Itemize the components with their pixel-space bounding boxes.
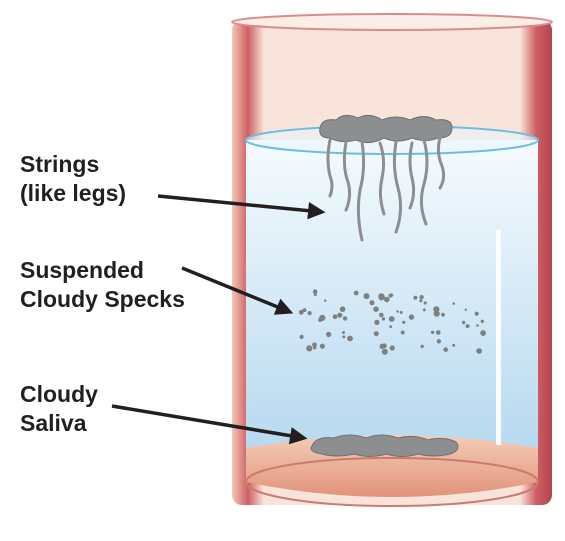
speck [480, 319, 484, 323]
speck [476, 324, 479, 327]
speck [298, 309, 304, 315]
speck [389, 345, 395, 351]
speck [299, 334, 304, 339]
speck [419, 299, 423, 303]
speck [342, 331, 345, 334]
label-strings-line1: Strings [20, 151, 100, 177]
speck [465, 324, 470, 329]
string [326, 138, 334, 198]
speck [324, 299, 327, 302]
speck [422, 308, 426, 312]
speck [347, 335, 353, 342]
bottom-cloud [310, 434, 459, 457]
speck [337, 312, 343, 318]
speck [342, 316, 348, 321]
speck [373, 331, 379, 337]
speck [307, 311, 312, 316]
speck [461, 320, 466, 325]
string [436, 136, 446, 190]
saliva-strings [326, 136, 446, 242]
string [408, 141, 416, 210]
label-specks-line2: Cloudy Specks [20, 286, 185, 312]
string [378, 141, 386, 216]
arrow-saliva [111, 404, 308, 445]
suspended-specks [298, 289, 486, 355]
water [246, 140, 538, 459]
speck [452, 343, 456, 347]
arrow-specks [181, 266, 294, 315]
speck [399, 311, 403, 314]
speck [373, 306, 379, 313]
speck [319, 343, 325, 349]
speck [342, 335, 346, 339]
speck [374, 319, 380, 325]
speck [430, 330, 435, 334]
speck [313, 346, 317, 350]
glass-bottom-rim [245, 457, 539, 507]
speck [381, 348, 388, 355]
label-saliva-line2: Saliva [20, 410, 87, 436]
speck [318, 318, 323, 322]
string [356, 140, 366, 242]
speck [452, 302, 456, 305]
speck [408, 314, 415, 320]
speck [400, 330, 405, 335]
speck [379, 312, 384, 318]
speck [353, 290, 359, 296]
speck [313, 292, 317, 297]
speck [384, 296, 390, 303]
label-specks-line1: Suspended [20, 257, 144, 283]
speck [433, 306, 440, 313]
speck [420, 344, 424, 349]
glass-highlight [496, 230, 501, 445]
speck [312, 342, 317, 348]
speck [332, 314, 338, 320]
label-specks: Suspended Cloudy Specks [20, 256, 185, 314]
speck [476, 348, 482, 354]
speck [443, 347, 449, 352]
speck [423, 301, 427, 305]
speck [363, 293, 370, 300]
surface-cloud [319, 114, 453, 144]
speck [306, 345, 313, 352]
speck [388, 316, 395, 322]
speck [302, 308, 307, 313]
label-strings-line2: (like legs) [20, 180, 127, 206]
speck [464, 308, 467, 311]
glass-rim [231, 13, 553, 31]
speck [436, 339, 442, 344]
speck [474, 311, 479, 316]
label-saliva: Cloudy Saliva [20, 380, 98, 438]
speck [369, 300, 375, 306]
speck [436, 330, 441, 335]
string [392, 140, 403, 234]
speck [388, 293, 393, 298]
speck [326, 331, 332, 337]
speck [312, 289, 318, 294]
string [342, 140, 352, 212]
speck [402, 320, 406, 324]
speck [433, 310, 440, 317]
speck [419, 295, 424, 300]
speck [379, 343, 385, 349]
label-saliva-line1: Cloudy [20, 381, 98, 407]
string [419, 138, 429, 226]
speck [389, 325, 393, 328]
label-strings: Strings (like legs) [20, 150, 126, 208]
speck [481, 333, 485, 336]
arrow-strings [157, 194, 326, 220]
speck [378, 293, 385, 300]
speck [381, 317, 386, 321]
speck [413, 295, 418, 300]
speck [339, 306, 346, 313]
speck [396, 310, 399, 313]
speck [441, 312, 445, 317]
